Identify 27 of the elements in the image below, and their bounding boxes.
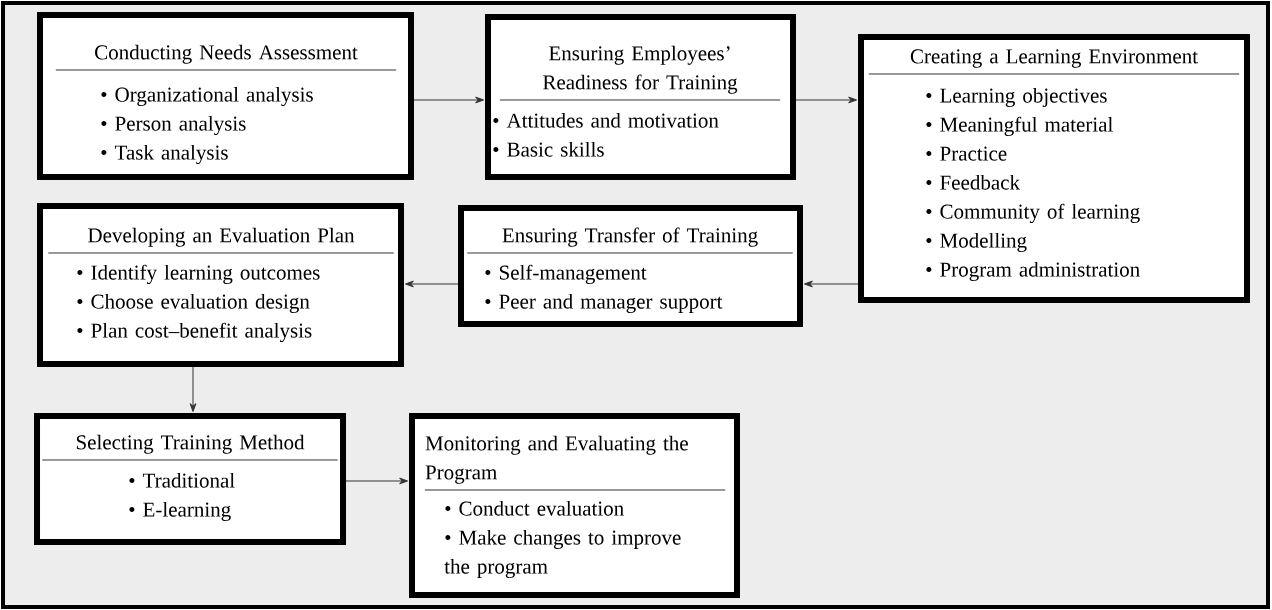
arrow	[189, 366, 197, 412]
arrow	[413, 96, 485, 104]
arrow	[795, 96, 858, 104]
node-label: • Feedback	[926, 174, 1021, 190]
bullet-list: • Identify learning outcomes • Choose evaluation design • Plan cost–benefit analysis	[77, 264, 320, 342]
bullet-list: • Organizational analysis • Person analysis • Task analysis	[101, 86, 313, 164]
bullet-list: • Traditional • E-learning	[129, 472, 235, 521]
node-label: • Practice	[926, 146, 1007, 161]
arrow	[404, 280, 459, 288]
box-heading: Conducting Needs Assessment	[95, 44, 358, 64]
bullet-list: • Learning objectives • Meaningful material • Practice • Feedback • Community of learning • Modelling • Program administration	[926, 87, 1140, 281]
box-heading: Developing an Evaluation Plan	[88, 227, 355, 247]
node-label: • Community of learning	[926, 203, 1140, 224]
bullet-list: • Attitudes and motivation • Basic skills	[493, 112, 719, 157]
box-heading: Creating a Learning Environment	[910, 49, 1198, 68]
arrow	[345, 477, 409, 485]
box-heading: Ensuring Transfer of Training	[502, 227, 758, 247]
bullet-list: • Self-management • Peer and manager support	[485, 264, 723, 313]
node-label: • Meaningful material	[926, 116, 1113, 137]
box-heading: Ensuring Employees’ Readiness for Training	[543, 45, 738, 94]
node-label: • Program administration	[926, 261, 1140, 282]
node-label: • Modelling	[926, 232, 1027, 253]
node-label: • Learning objectives	[926, 87, 1107, 108]
box-heading: Monitoring and Evaluating the Program	[425, 435, 688, 484]
box-heading: Selecting Training Method	[76, 434, 305, 454]
arrow	[803, 280, 859, 288]
bullet-list: • Conduct evaluation • Make changes to improve the program	[444, 500, 681, 578]
